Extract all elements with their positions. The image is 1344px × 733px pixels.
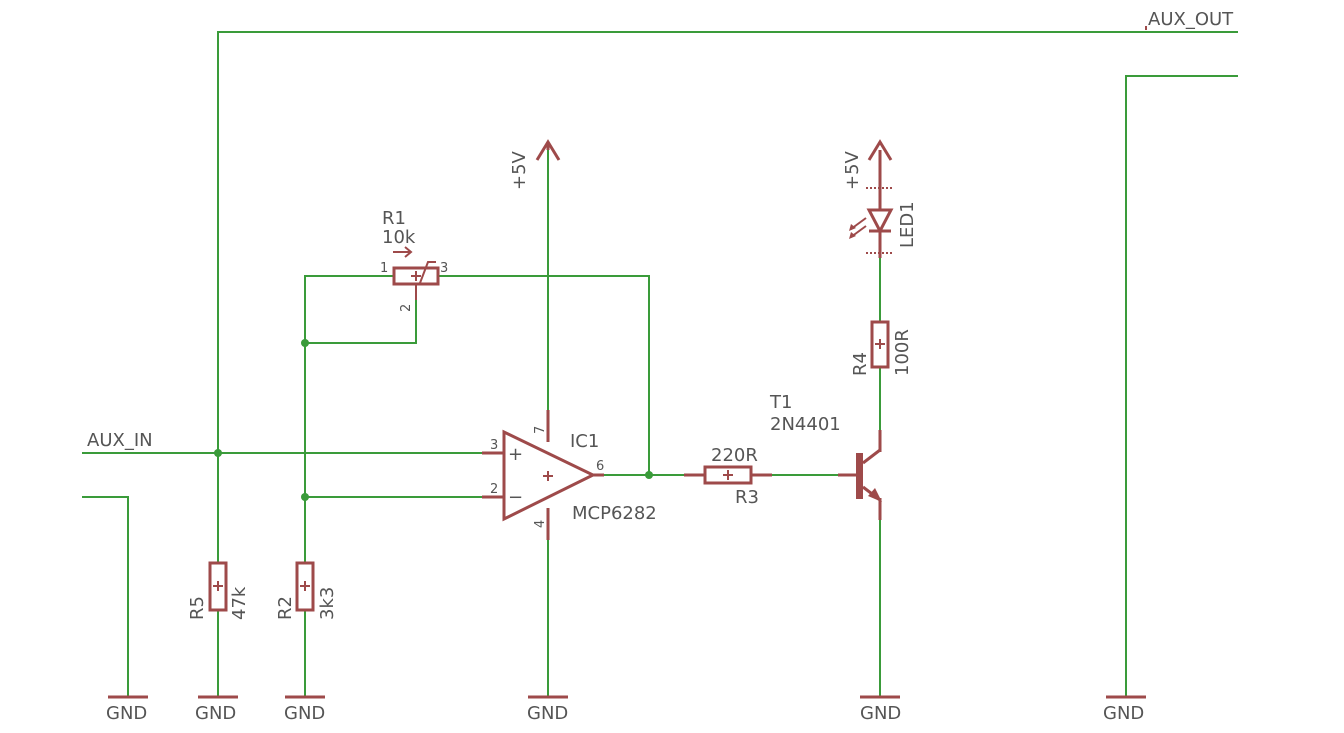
junction-inv-input xyxy=(301,493,309,501)
gnd-symbol-6: GND xyxy=(1103,695,1146,724)
led1-name: LED1 xyxy=(897,201,918,248)
led1-diode: LED1 xyxy=(849,150,918,258)
gnd-label-6: GND xyxy=(1103,703,1144,724)
gnd-label-3: GND xyxy=(284,703,325,724)
vcc-label-opamp: +5V xyxy=(509,150,530,190)
gnd-symbol-2: GND xyxy=(195,695,238,724)
t1-emitter-arrow xyxy=(868,488,882,502)
r1-name: R1 xyxy=(382,208,406,229)
t1-base-bar xyxy=(856,453,863,499)
ic1-pin2: 2 xyxy=(490,482,498,497)
ic1-pin4: 4 xyxy=(533,520,548,528)
vcc-label-led: +5V xyxy=(842,150,863,190)
wire-r1-wiper xyxy=(305,300,417,344)
wire-aux-in-gnd xyxy=(82,496,129,697)
net-label-aux-out: AUX_OUT xyxy=(1145,9,1234,30)
r2-name: R2 xyxy=(275,596,296,620)
r3-resistor: 220R R3 xyxy=(684,445,772,508)
r5-resistor: R5 47k xyxy=(187,561,250,620)
led1-triangle xyxy=(866,208,894,235)
ic1-pin3: 3 xyxy=(490,438,498,453)
r2-value: 3k3 xyxy=(317,587,338,620)
ic1-sign-minus: − xyxy=(508,487,523,508)
ic1-opamp: + − 3 2 6 7 4 IC1 MCP6282 xyxy=(482,410,657,540)
junctions xyxy=(214,339,653,501)
t1-name: T1 xyxy=(769,392,792,413)
t1-value: 2N4401 xyxy=(770,414,841,435)
r4-body xyxy=(870,320,890,369)
ic1-body xyxy=(502,429,597,522)
gnd-label-2: GND xyxy=(195,703,236,724)
net-label-aux-in: AUX_IN xyxy=(87,430,153,451)
r1-value: 10k xyxy=(382,227,416,248)
vcc-symbol-led: +5V xyxy=(842,139,893,190)
gnd-symbol-4: GND xyxy=(527,695,568,724)
r1-pin2: 2 xyxy=(399,304,414,312)
ic1-value: MCP6282 xyxy=(572,503,657,524)
r2-resistor: R2 3k3 xyxy=(275,561,338,620)
junction-aux-in xyxy=(214,449,222,457)
r1-pin1: 1 xyxy=(380,261,388,276)
r4-name: R4 xyxy=(850,352,871,376)
ic1-sign-plus: + xyxy=(508,444,523,465)
gnd-label-1: GND xyxy=(106,703,147,724)
gnd-label-5: GND xyxy=(860,703,901,724)
ic1-name: IC1 xyxy=(570,431,599,452)
gnd-label-4: GND xyxy=(527,703,568,724)
gnd-symbol-5: GND xyxy=(860,695,901,724)
ic1-pin7: 7 xyxy=(533,426,548,434)
wires xyxy=(82,31,1238,697)
wire-aux-out-gnd xyxy=(1125,75,1238,697)
junction-output xyxy=(645,471,653,479)
t1-transistor: T1 2N4401 xyxy=(769,392,882,520)
vcc-symbol-opamp: +5V xyxy=(509,139,561,190)
ic1-pin6: 6 xyxy=(596,459,604,474)
r1-pin3: 3 xyxy=(440,261,448,276)
gnd-symbol-3: GND xyxy=(284,695,325,724)
wire-feedback-left xyxy=(304,275,393,563)
r3-value: 220R xyxy=(711,445,758,466)
r5-name: R5 xyxy=(187,596,208,620)
net-label-aux-out-text: AUX_OUT xyxy=(1148,9,1234,30)
r4-value: 100R xyxy=(892,329,913,376)
r5-body xyxy=(208,561,228,612)
junction-wiper xyxy=(301,339,309,347)
gnd-symbol-1: GND xyxy=(106,695,148,724)
r5-value: 47k xyxy=(229,586,250,620)
r3-name: R3 xyxy=(735,487,759,508)
net-label-aux-in-text: AUX_IN xyxy=(87,430,153,451)
wire-r1-out xyxy=(438,275,650,475)
r1-potentiometer: R1 10k 1 3 2 xyxy=(380,208,448,312)
r2-body xyxy=(295,561,315,612)
wire-aux-out xyxy=(217,31,1238,453)
r4-resistor: R4 100R xyxy=(850,320,913,376)
